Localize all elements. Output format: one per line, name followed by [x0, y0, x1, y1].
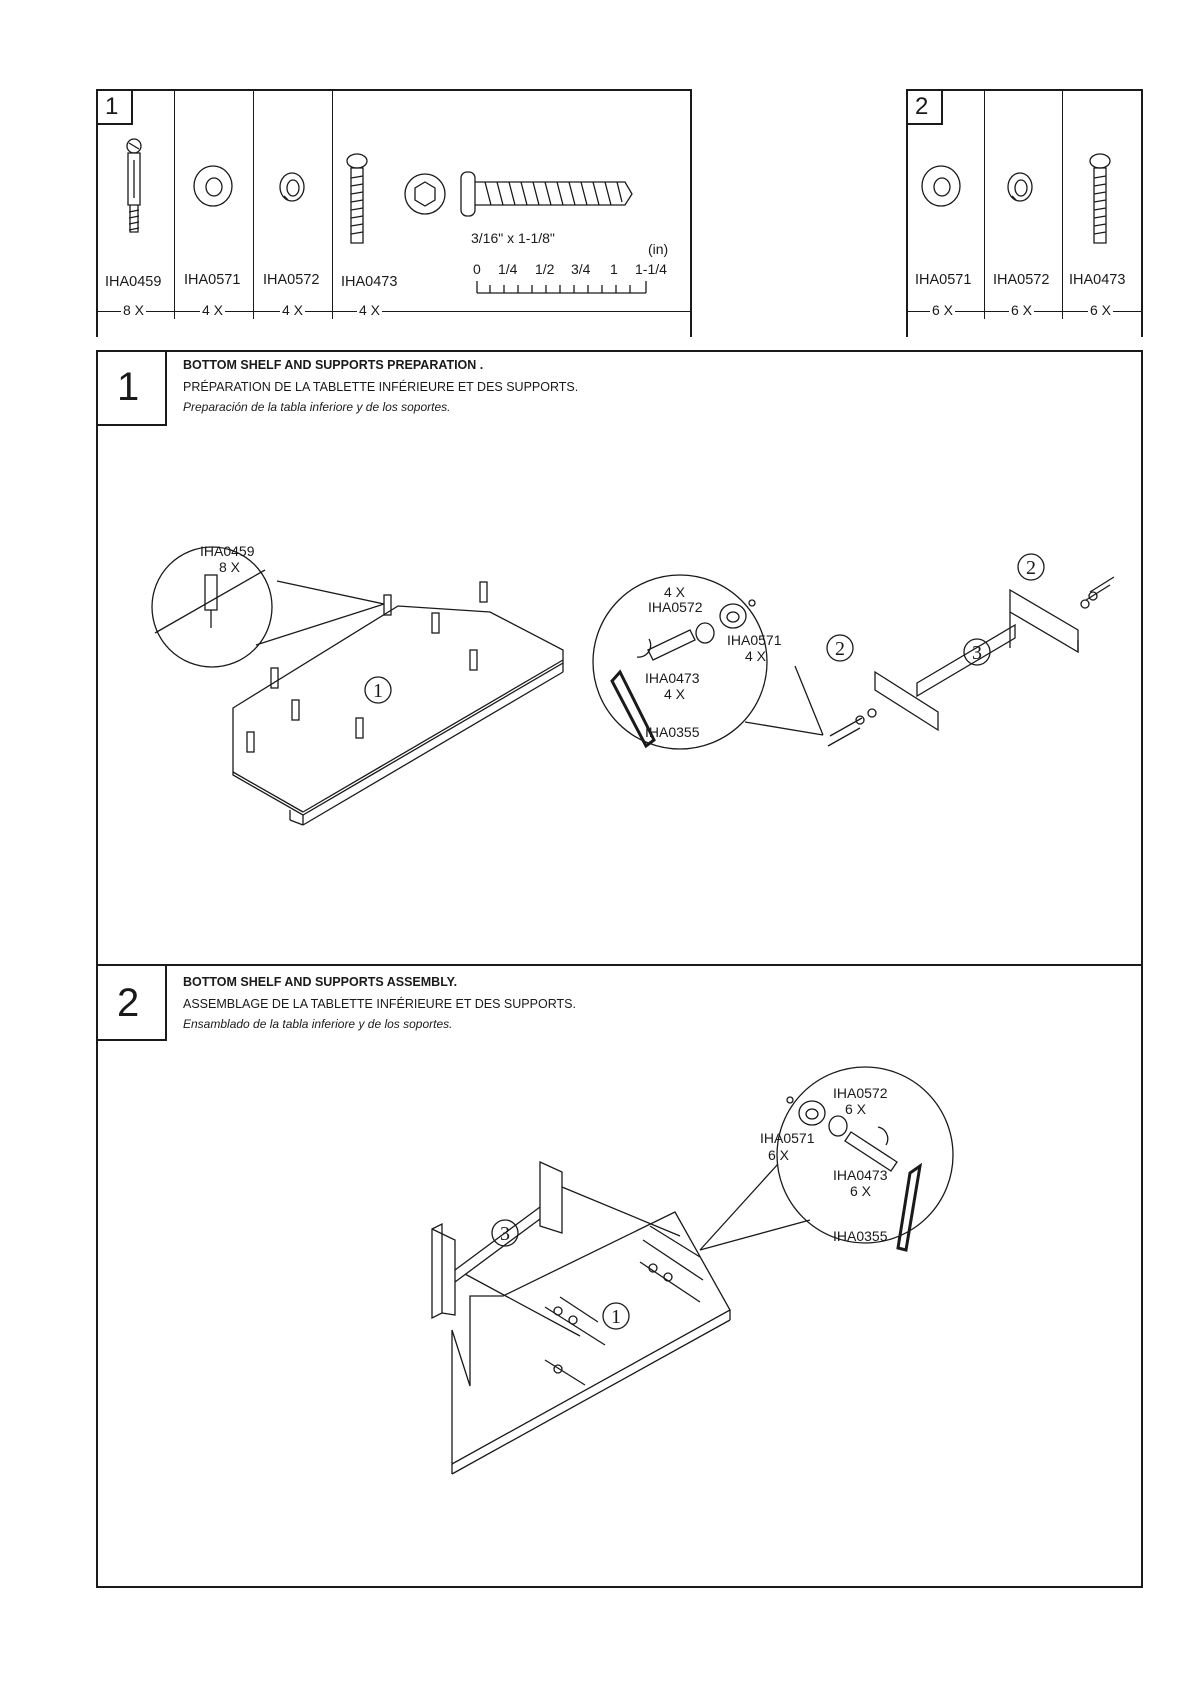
assembled-frame-drawing: [431, 1160, 731, 1475]
part-quantity: 4 X: [200, 302, 226, 318]
part-code: IHA0473: [1069, 272, 1126, 288]
part-quantity: 4 X: [280, 302, 306, 318]
callout-code: IHA0571: [727, 632, 782, 648]
part-number-circle: [1017, 553, 1045, 581]
part-number: 1: [373, 680, 383, 702]
callout-code: IHA0355: [645, 724, 700, 740]
hardware-box-2: [906, 89, 1143, 337]
part-number-circle: [826, 634, 854, 662]
callout-qty: 4 X: [745, 648, 767, 664]
callout-code: IHA0473: [833, 1167, 888, 1183]
column-divider: [253, 89, 254, 319]
ruler-tick-label: 3/4: [571, 261, 591, 277]
callout-qty: 6 X: [768, 1147, 790, 1163]
ruler-tick-label: 1: [610, 261, 618, 277]
part-code: IHA0571: [915, 272, 972, 288]
bolt-head-icon: [404, 173, 446, 215]
part-number-circle: [491, 1219, 519, 1247]
ruler-icon: [476, 281, 647, 294]
step-1-title-fr: PRÉPARATION DE LA TABLETTE INFÉRIEURE ET…: [183, 380, 579, 394]
callout-qty: 6 X: [850, 1183, 872, 1199]
part-number-circle: [963, 638, 991, 666]
step-2-title-fr: ASSEMBLAGE DE LA TABLETTE INFÉRIEURE ET …: [183, 997, 576, 1011]
lock-washer-icon: [1007, 172, 1033, 202]
callout-qty: 8 X: [219, 559, 241, 575]
column-divider: [332, 89, 333, 319]
part-code: IHA0571: [184, 272, 241, 288]
part-code: IHA0572: [993, 272, 1050, 288]
bolt-profile-icon: [460, 171, 633, 217]
step-1-number: 1: [117, 365, 140, 409]
lock-washer-icon: [279, 172, 305, 202]
step-1-title-en: BOTTOM SHELF AND SUPPORTS PREPARATION .: [183, 358, 484, 372]
part-quantity: 6 X: [1009, 302, 1035, 318]
part-code: IHA0473: [341, 274, 398, 290]
box-number-1-frame: [96, 89, 133, 125]
fastener-set-icon: [544, 1225, 704, 1386]
bolt-size: 3/16" x 1-1/8": [471, 230, 555, 246]
part-quantity: 6 X: [930, 302, 956, 318]
box-number-2: 2: [915, 93, 929, 120]
detail-circle-bolt: [592, 574, 824, 750]
part-number-circle: [364, 676, 392, 704]
ruler-tick-label: 1/4: [498, 261, 518, 277]
part-quantity: 4 X: [357, 302, 383, 318]
step-2-number-frame: [96, 964, 167, 1041]
column-divider: [174, 89, 175, 319]
hardware-box-1: [96, 89, 692, 337]
part-quantity: 6 X: [1088, 302, 1114, 318]
allen-bolt-icon: [346, 153, 368, 244]
flat-washer-icon: [921, 165, 961, 207]
support-assembly-drawing: [874, 588, 1079, 732]
detail-circle-bolt: [699, 1066, 954, 1252]
cam-bolt-icon: [126, 138, 142, 233]
quantity-rule: [96, 311, 692, 312]
part-number: 3: [972, 642, 982, 664]
part-number: 1: [611, 1306, 621, 1328]
ruler-tick-label: 1-1/4: [635, 261, 667, 277]
part-code: IHA0459: [105, 274, 162, 290]
ruler-tick-label: 0: [473, 261, 481, 277]
callout-qty: 4 X: [664, 584, 686, 600]
bottom-shelf-drawing: [232, 605, 564, 826]
step-2-title-es: Ensamblado de la tabla inferiore y de lo…: [183, 1017, 453, 1031]
callout-qty: 6 X: [845, 1101, 867, 1117]
callout-qty: 4 X: [664, 686, 686, 702]
cam-bolt-icon: [246, 581, 488, 753]
fastener-set-icon: [827, 576, 1115, 747]
callout-code: IHA0571: [760, 1130, 815, 1146]
part-number-circle: [602, 1302, 630, 1330]
part-number: 2: [1026, 557, 1036, 579]
part-code: IHA0572: [263, 272, 320, 288]
step-1-number-frame: [96, 350, 167, 426]
box-number-1: 1: [105, 93, 119, 120]
ruler-unit: (in): [648, 241, 669, 257]
ruler-tick-label: 1/2: [535, 261, 555, 277]
allen-bolt-icon: [1089, 153, 1111, 244]
part-number: 2: [835, 638, 845, 660]
column-divider: [984, 89, 985, 319]
box-number-2-frame: [906, 89, 943, 125]
callout-code: IHA0473: [645, 670, 700, 686]
flat-washer-icon: [193, 165, 233, 207]
step-1-title-es: Preparación de la tabla inferiore y de l…: [183, 400, 451, 414]
callout-code: IHA0355: [833, 1228, 888, 1244]
step-2-number: 2: [117, 981, 140, 1025]
step-2-title-en: BOTTOM SHELF AND SUPPORTS ASSEMBLY.: [183, 975, 458, 989]
callout-code: IHA0459: [200, 543, 255, 559]
step-2-panel: [96, 964, 1143, 1588]
callout-code: IHA0572: [648, 599, 703, 615]
part-number: 3: [500, 1223, 510, 1245]
detail-circle-cam: [151, 546, 385, 668]
part-quantity: 8 X: [121, 302, 147, 318]
column-divider: [1062, 89, 1063, 319]
callout-code: IHA0572: [833, 1085, 888, 1101]
